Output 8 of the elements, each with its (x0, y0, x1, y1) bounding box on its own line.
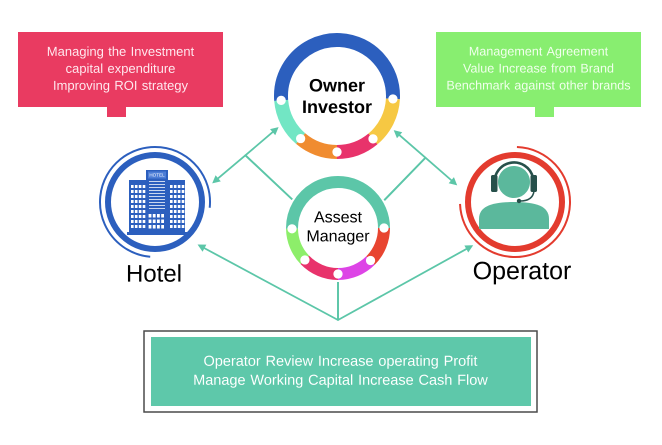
callout-box: Managing the Investment capital expenditure Improving ROI strategy (18, 32, 223, 117)
node-label: Assest Manager (308, 211, 370, 245)
callout-box: Management Agreement Value Increase from Brand Benchmark against other brands (436, 32, 641, 117)
arrow (244, 127, 293, 200)
text-box: Operator Review Increase operating Profit Manage Working Capital Increase Cash Flow (143, 330, 538, 413)
node-label: Operator (474, 262, 571, 284)
node-label: Hotel (128, 264, 180, 282)
ring-node: Assest Manager (286, 176, 390, 280)
